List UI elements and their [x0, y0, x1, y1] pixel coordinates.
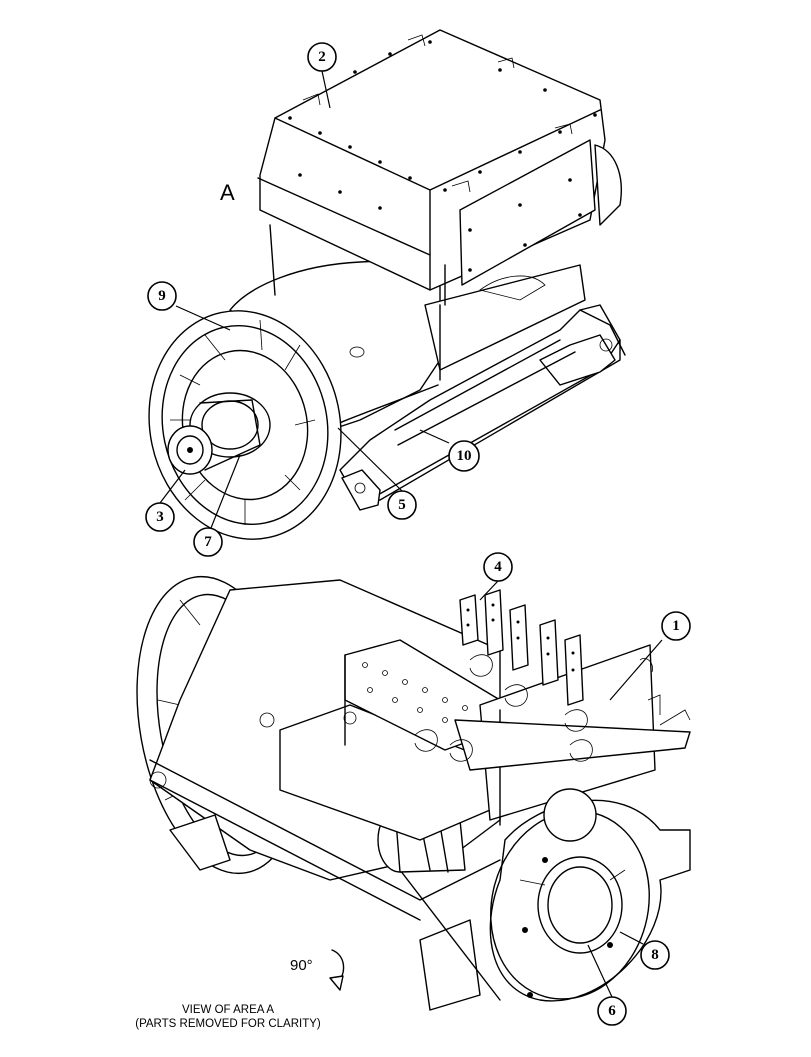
insulator-coils [414, 654, 593, 762]
bus-bars [459, 589, 584, 706]
generator-area-a-view: 90° [136, 575, 691, 1011]
svg-text:5: 5 [398, 497, 406, 513]
callouts: 1 2 3 4 5 6 7 8 [145, 42, 691, 1026]
caption-line-2: (PARTS REMOVED FOR CLARITY) [135, 1018, 321, 1030]
generator-top-view [148, 29, 626, 540]
svg-text:4: 4 [494, 559, 502, 575]
callout-leaders [159, 70, 663, 998]
svg-text:6: 6 [608, 1003, 616, 1019]
exciter-end-bracket [489, 788, 691, 1002]
shaft-coupling-hub [167, 392, 271, 475]
view-caption: VIEW OF AREA A (PARTS REMOVED FOR CLARIT… [135, 1004, 321, 1030]
svg-text:9: 9 [158, 288, 166, 304]
svg-text:10: 10 [457, 448, 472, 464]
enclosure-bolts [288, 40, 597, 272]
svg-text:1: 1 [672, 618, 680, 634]
terminal-box-enclosure [257, 29, 622, 306]
callout-6: 6 [597, 996, 627, 1026]
svg-text:3: 3 [156, 509, 164, 525]
base-frame [339, 304, 626, 511]
callout-3: 3 [145, 502, 175, 532]
stator-housing [229, 224, 586, 441]
terminal-rack [279, 639, 691, 841]
area-label: A [220, 180, 235, 205]
svg-text:2: 2 [318, 49, 326, 65]
callout-1: 1 [661, 611, 691, 641]
callout-10: 10 [448, 440, 480, 472]
callout-7: 7 [193, 527, 223, 557]
rotation-arrow: 90° [290, 949, 345, 991]
svg-text:8: 8 [651, 947, 659, 963]
caption-line-1: VIEW OF AREA A [182, 1004, 274, 1016]
callout-5: 5 [387, 490, 417, 520]
callout-2: 2 [307, 42, 337, 72]
terminal-rack-bolts [362, 662, 468, 723]
callout-4: 4 [483, 552, 513, 582]
rotation-label: 90° [290, 957, 313, 974]
callout-9: 9 [147, 281, 177, 311]
lifting-lugs [149, 709, 691, 789]
svg-text:7: 7 [204, 534, 212, 550]
callout-8: 8 [640, 940, 670, 970]
